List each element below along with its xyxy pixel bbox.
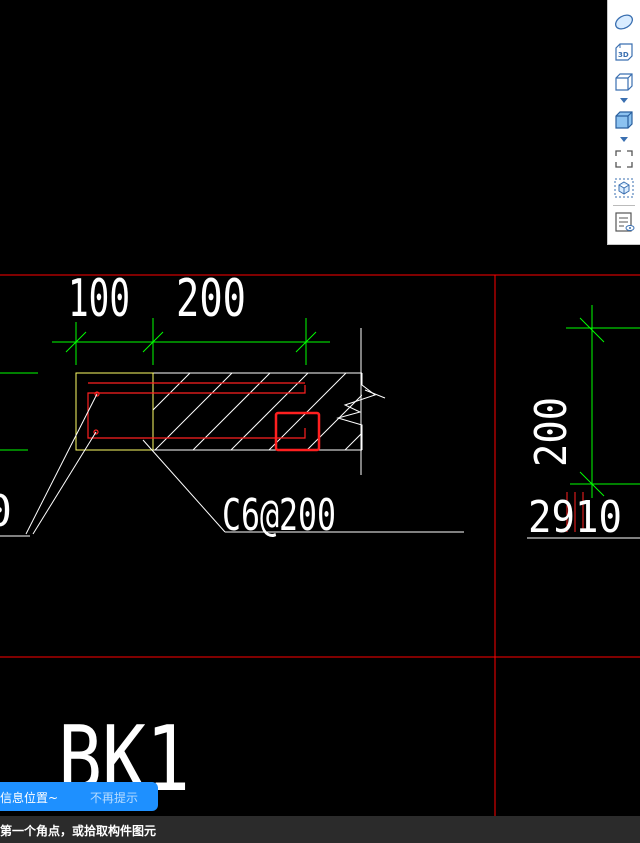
view-toolbar: 3D (607, 0, 640, 245)
ellipse-tool-icon[interactable] (612, 10, 636, 34)
dimension-text: 100 200 (68, 269, 246, 329)
dimension-lines-top (52, 318, 330, 365)
section-hatch (153, 373, 362, 450)
left-fragment-label: 0 (0, 486, 12, 537)
svg-text:3D: 3D (618, 51, 629, 59)
properties-view-icon[interactable] (612, 210, 636, 234)
dimension-lines-right (566, 305, 640, 498)
info-tip: 信息位置~ 不再提示 (0, 782, 158, 811)
right-dim-label: 2910 (528, 492, 622, 543)
vertical-dim-label: 200 (526, 397, 577, 467)
status-prompt: 第一个角点，或拾取构件图元 (0, 824, 157, 838)
cube-solid-icon[interactable] (612, 108, 636, 132)
tip-text: 信息位置~ (0, 791, 59, 805)
select-frame-icon[interactable] (612, 147, 636, 171)
tip-dismiss-link[interactable]: 不再提示 (90, 791, 139, 805)
cube-outline-icon[interactable] (612, 70, 636, 94)
section-outline (76, 328, 386, 475)
rebar-label: C6@200 (222, 490, 336, 541)
selection-highlight[interactable] (274, 411, 321, 452)
axis-lines (0, 274, 640, 843)
section-edge (75, 372, 154, 451)
expand-arrow-icon[interactable] (620, 98, 628, 103)
component-box-icon[interactable] (612, 176, 636, 200)
leader-lines (0, 393, 640, 539)
expand-arrow-icon-2[interactable] (620, 137, 628, 142)
dimension-lines-left (0, 372, 38, 451)
status-bar: 第一个角点，或拾取构件图元 (0, 816, 640, 843)
dim-label-100: 100 (68, 269, 130, 329)
toolbar-separator (613, 205, 635, 206)
red-ticks (566, 492, 584, 532)
3d-view-icon[interactable]: 3D (612, 40, 636, 64)
dim-label-200: 200 (176, 269, 246, 329)
rebar (87, 382, 306, 439)
